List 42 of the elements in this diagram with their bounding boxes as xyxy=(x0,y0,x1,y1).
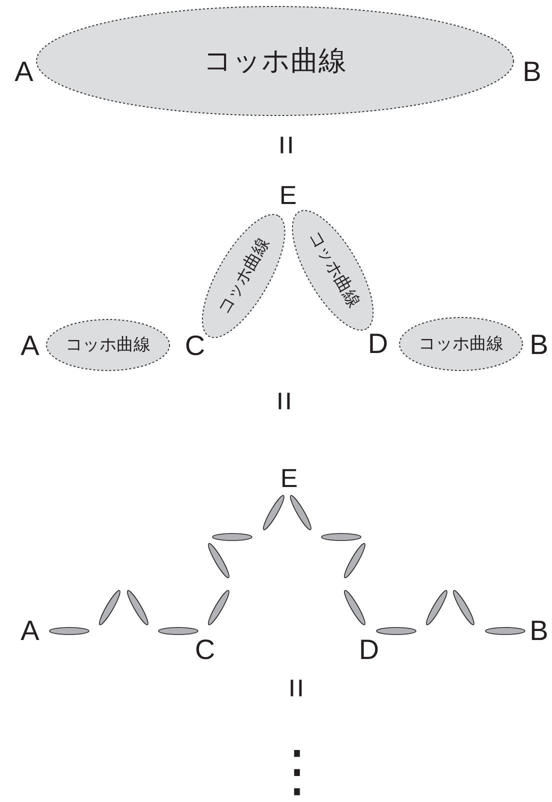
oval-label: コッホ曲線 xyxy=(418,336,504,352)
curve-segment-oval xyxy=(126,590,148,626)
point-label: C xyxy=(194,636,216,664)
point-label: D xyxy=(368,330,388,358)
curve-segment-oval xyxy=(262,495,284,531)
oval-label: コッホ曲線 xyxy=(66,336,150,354)
point-label: A xyxy=(14,58,34,86)
curve-segment-oval xyxy=(208,590,230,626)
curve-segment-oval xyxy=(426,590,448,626)
curve-oval xyxy=(292,210,374,330)
curve-segment-oval xyxy=(484,627,525,635)
point-label: B xyxy=(530,617,548,645)
point-label: D xyxy=(358,636,380,664)
curve-segment-oval xyxy=(208,542,230,578)
point-label: E xyxy=(279,182,297,208)
curve-oval xyxy=(202,214,286,338)
curve-segment-oval xyxy=(453,590,475,626)
curve-segment-oval xyxy=(158,627,198,635)
curve-segment-oval xyxy=(99,590,121,626)
point-label: B xyxy=(530,331,548,359)
curve-segment-oval xyxy=(321,532,362,541)
equals-sign: = xyxy=(267,391,301,411)
curve-segment-oval xyxy=(376,627,416,635)
point-label: A xyxy=(20,332,40,360)
point-label: B xyxy=(522,58,542,86)
equals-sign: = xyxy=(269,135,303,155)
oval-label: コッホ曲線 xyxy=(215,234,273,318)
curve-oval xyxy=(399,317,523,371)
curve-segment-oval xyxy=(290,495,312,531)
oval-label: コッホ曲線 xyxy=(204,47,346,75)
curve-segment-oval xyxy=(344,542,366,578)
curve-segment-oval xyxy=(212,532,253,541)
ellipsis-mark: ⋮ xyxy=(269,744,325,800)
point-label: A xyxy=(20,617,40,645)
curve-segment-oval xyxy=(344,590,366,626)
equals-sign: = xyxy=(279,678,313,698)
curve-oval xyxy=(46,319,170,371)
point-label: E xyxy=(280,465,298,491)
curve-segment-oval xyxy=(49,627,90,635)
point-label: C xyxy=(184,332,206,360)
curve-oval xyxy=(36,6,514,116)
oval-label: コッホ曲線 xyxy=(304,228,362,312)
